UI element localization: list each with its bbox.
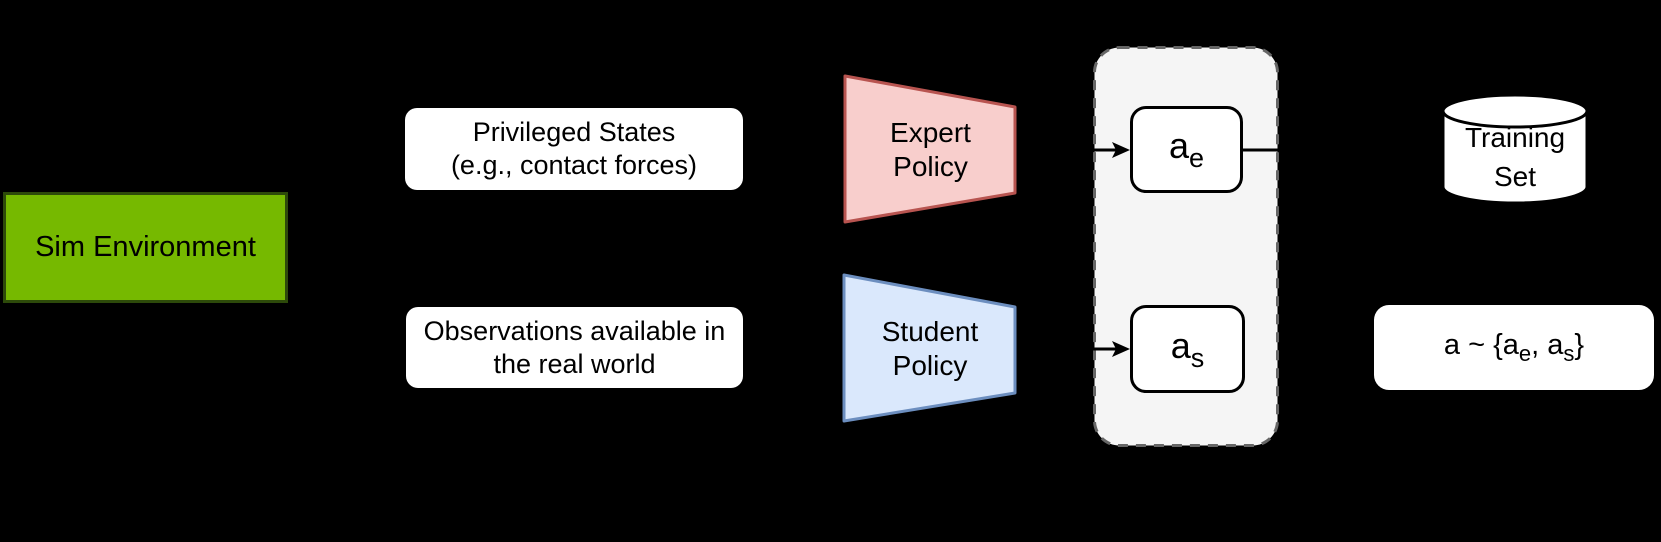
training-set-label-line2: Set bbox=[1493, 161, 1537, 192]
expert-action-node: ae bbox=[1130, 106, 1243, 193]
expert-policy-shape-svg bbox=[843, 74, 1017, 224]
expert-policy-label-line1: Expert bbox=[890, 116, 971, 148]
expert-action-subscript: e bbox=[1189, 143, 1205, 173]
training-set-label-line1: Training bbox=[1464, 122, 1566, 153]
expert-policy-node: Expert Policy bbox=[843, 74, 1018, 225]
action-sample-subscript-e: e bbox=[1518, 340, 1532, 366]
arrowhead-into-student-action bbox=[1112, 341, 1130, 357]
sim-environment-node: Sim Environment bbox=[3, 192, 288, 303]
student-policy-shape-svg bbox=[842, 273, 1017, 423]
action-sample-subscript-s: s bbox=[1563, 340, 1575, 366]
student-action-subscript: s bbox=[1190, 342, 1205, 373]
training-set-cylinder-svg bbox=[1441, 93, 1589, 205]
student-policy-node: Student Policy bbox=[842, 273, 1018, 424]
observations-label-line2: the real world bbox=[493, 348, 656, 379]
expert-action-label: ae bbox=[1168, 125, 1205, 173]
expert-policy-trapezoid bbox=[843, 74, 1017, 224]
arrowhead-into-expert-action bbox=[1112, 142, 1130, 158]
privileged-states-node: Privileged States (e.g., contact forces) bbox=[405, 108, 743, 190]
privileged-states-label-line1: Privileged States bbox=[472, 117, 676, 147]
cylinder-top-ellipse bbox=[1441, 93, 1589, 129]
student-policy-trapezoid bbox=[842, 273, 1017, 423]
privileged-states-label-line2: (e.g., contact forces) bbox=[450, 150, 698, 180]
observations-label-line1: Observations available in bbox=[423, 315, 726, 346]
student-action-node: as bbox=[1130, 305, 1245, 393]
expert-policy-label-line2: Policy bbox=[893, 150, 968, 182]
training-set-node: Training Set bbox=[1443, 113, 1587, 201]
sim-environment-label: Sim Environment bbox=[35, 231, 256, 263]
student-policy-label-line1: Student bbox=[881, 315, 979, 347]
student-action-label: as bbox=[1170, 324, 1205, 373]
action-sample-label: a ~ {ae, as} bbox=[1443, 328, 1585, 366]
cylinder-body bbox=[1441, 111, 1589, 205]
observations-node: Observations available in the real world bbox=[406, 307, 743, 388]
action-sample-node: a ~ {ae, as} bbox=[1374, 305, 1654, 390]
student-policy-label-line2: Policy bbox=[892, 349, 968, 381]
